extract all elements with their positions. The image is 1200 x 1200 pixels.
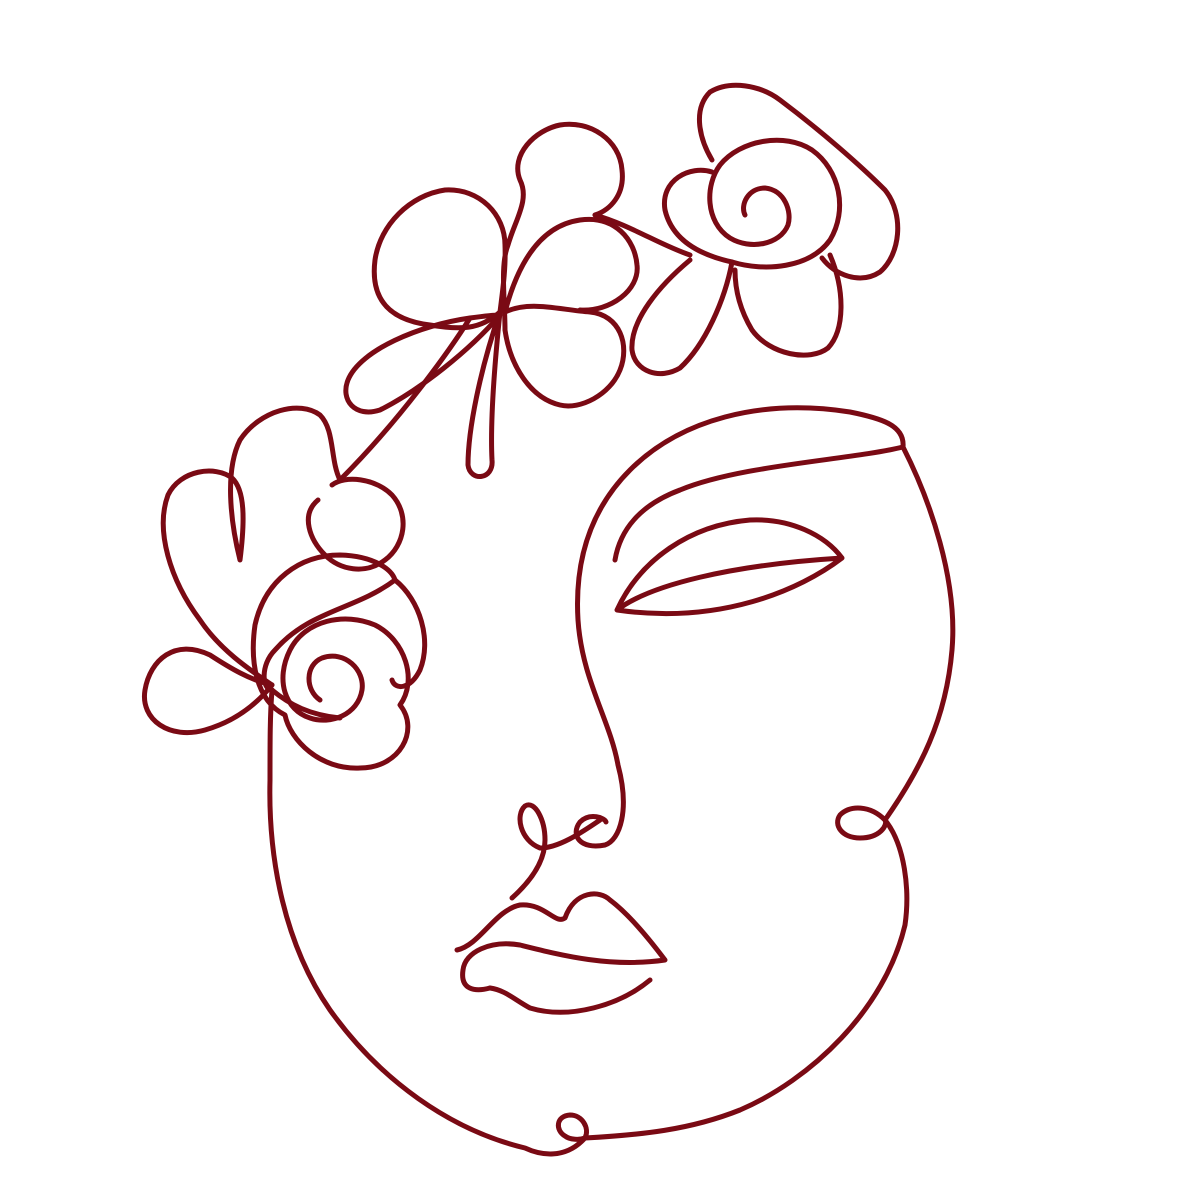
lower-lip — [487, 977, 653, 1015]
top-right-rose — [662, 137, 843, 270]
chin-curl — [555, 1112, 589, 1142]
left-rose-outer-petals — [141, 577, 428, 736]
middle-flower — [371, 121, 640, 409]
left-rose — [250, 552, 411, 771]
middle-flower-lower-petal — [343, 309, 503, 479]
connecting-vine — [337, 212, 693, 483]
cheek-curl — [835, 805, 889, 841]
left-flower-petals — [160, 405, 406, 688]
brow-line — [612, 444, 906, 563]
top-right-rose-petals — [629, 82, 901, 377]
forehead-and-nose-contour — [573, 405, 906, 849]
closed-eye — [614, 517, 845, 617]
face-outline — [267, 444, 956, 1157]
upper-lip — [454, 891, 668, 993]
nose-curl — [509, 802, 603, 901]
